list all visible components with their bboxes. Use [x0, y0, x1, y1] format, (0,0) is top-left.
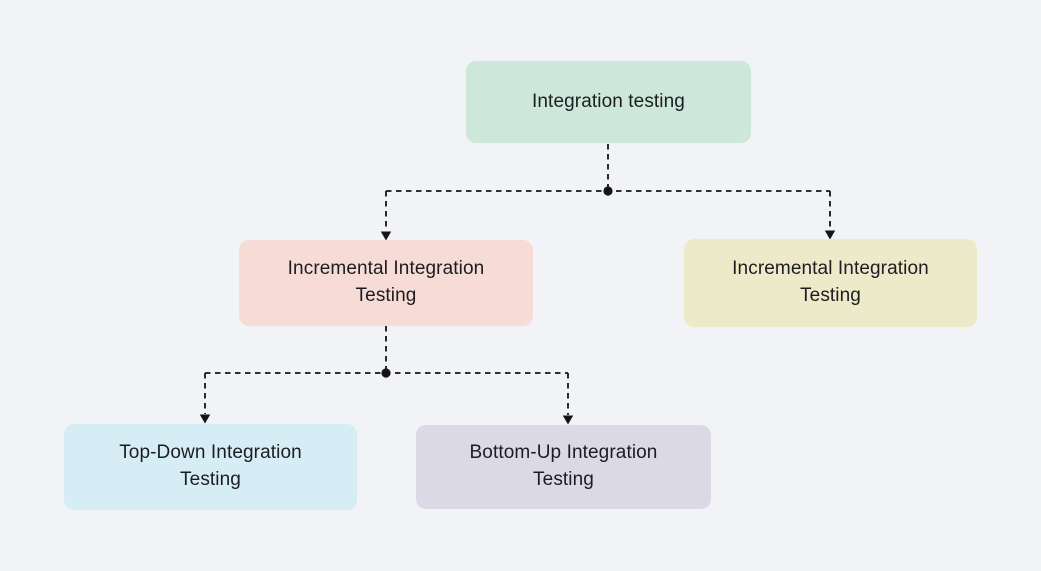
- junction-dot-tier2: [381, 368, 391, 378]
- node-label: Top-Down Integration Testing: [119, 442, 302, 490]
- node-integration-testing: Integration testing: [466, 61, 751, 143]
- node-label: Integration testing: [532, 90, 685, 112]
- arrowhead-top-down: [199, 414, 211, 424]
- node-bottom-up-integration-testing: Bottom-Up Integration Testing: [416, 425, 711, 509]
- node-incremental-integration-testing-right: Incremental Integration Testing: [684, 239, 977, 327]
- node-incremental-integration-testing-left: Incremental Integration Testing: [239, 240, 533, 326]
- node-top-down-integration-testing: Top-Down Integration Testing: [64, 424, 357, 510]
- arrowhead-bottom-up: [562, 415, 574, 425]
- node-label: Incremental Integration Testing: [732, 258, 929, 306]
- node-label: Incremental Integration Testing: [287, 258, 485, 306]
- node-label: Bottom-Up Integration Testing: [469, 442, 658, 490]
- junction-dot-tier1: [603, 186, 613, 196]
